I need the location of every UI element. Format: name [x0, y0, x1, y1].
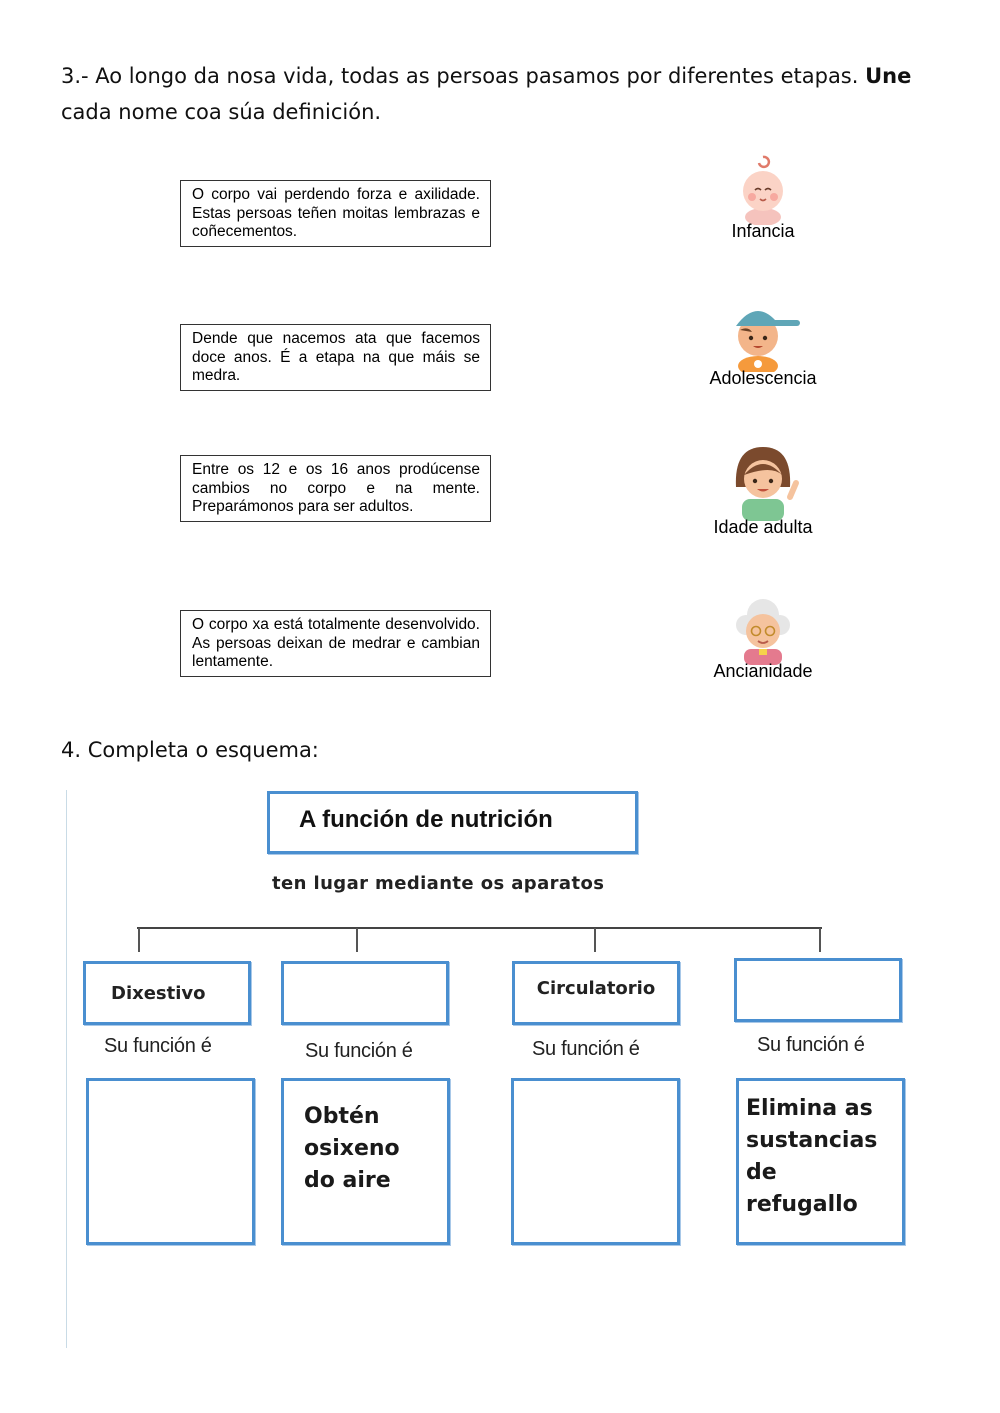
elderly-icon	[736, 599, 790, 665]
baby-icon	[743, 155, 783, 225]
stage-adolescencia[interactable]: Adolescencia	[673, 296, 853, 388]
system-box-3[interactable]: Circulatorio	[512, 961, 680, 1025]
scheme-title: A función de nutrición	[299, 806, 553, 833]
definition-box-1[interactable]: O corpo vai perdendo forza e axilidade. …	[180, 180, 491, 247]
teen-icon	[736, 311, 800, 372]
stage-label-ancianidade: Ancianidade	[713, 661, 813, 681]
system-box-4[interactable]	[734, 958, 902, 1022]
scheme-title-box: A función de nutrición	[267, 791, 638, 854]
stage-idade-adulta[interactable]: Idade adulta	[673, 443, 853, 537]
function-box-1[interactable]	[86, 1078, 255, 1245]
scheme-subtitle: ten lugar mediante os aparatos	[272, 873, 605, 894]
function-box-2[interactable]: Obtén osixeno do aire	[281, 1078, 450, 1245]
question-3-text: 3.- Ao longo da nosa vida, todas as pers…	[61, 64, 866, 88]
system-box-2[interactable]	[281, 961, 449, 1025]
question-4: 4. Completa o esquema:	[61, 738, 319, 762]
margin-line	[66, 790, 67, 1348]
question-3-bold: Une	[865, 64, 912, 88]
system-label-3: Circulatorio	[536, 978, 656, 999]
function-text-2: Obtén osixeno do aire	[304, 1104, 400, 1193]
function-label-4: Su función é	[757, 1034, 865, 1056]
question-3: 3.- Ao longo da nosa vida, todas as pers…	[61, 58, 941, 130]
stage-label-infancia: Infancia	[731, 221, 795, 241]
function-label-1: Su función é	[104, 1035, 212, 1057]
definition-box-4[interactable]: O corpo xa está totalmente desenvolvido.…	[180, 610, 491, 677]
definition-box-3[interactable]: Entre os 12 e os 16 anos prodúcense camb…	[180, 455, 491, 522]
stage-label-adolescencia: Adolescencia	[709, 368, 817, 388]
system-box-1[interactable]: Dixestivo	[83, 961, 251, 1025]
system-label-1: Dixestivo	[111, 983, 206, 1004]
connector-tick-1	[138, 928, 140, 952]
stage-infancia[interactable]: Infancia	[673, 153, 853, 241]
function-text-4: Elimina as sustancias de refugallo	[746, 1096, 878, 1217]
stage-ancianidade[interactable]: Ancianidade	[673, 595, 853, 681]
function-label-3: Su función é	[532, 1038, 640, 1060]
question-3-text-end: cada nome coa súa definición.	[61, 100, 382, 124]
stage-label-idade-adulta: Idade adulta	[713, 517, 813, 537]
connector-bar	[137, 927, 822, 929]
connector-tick-2	[356, 928, 358, 952]
definition-box-2[interactable]: Dende que nacemos ata que facemos doce a…	[180, 324, 491, 391]
adult-icon	[735, 447, 799, 521]
function-label-2: Su función é	[305, 1040, 413, 1062]
function-box-3[interactable]	[511, 1078, 680, 1245]
function-box-4[interactable]: Elimina as sustancias de refugallo	[736, 1078, 905, 1245]
connector-tick-4	[819, 928, 821, 952]
connector-tick-3	[594, 928, 596, 952]
